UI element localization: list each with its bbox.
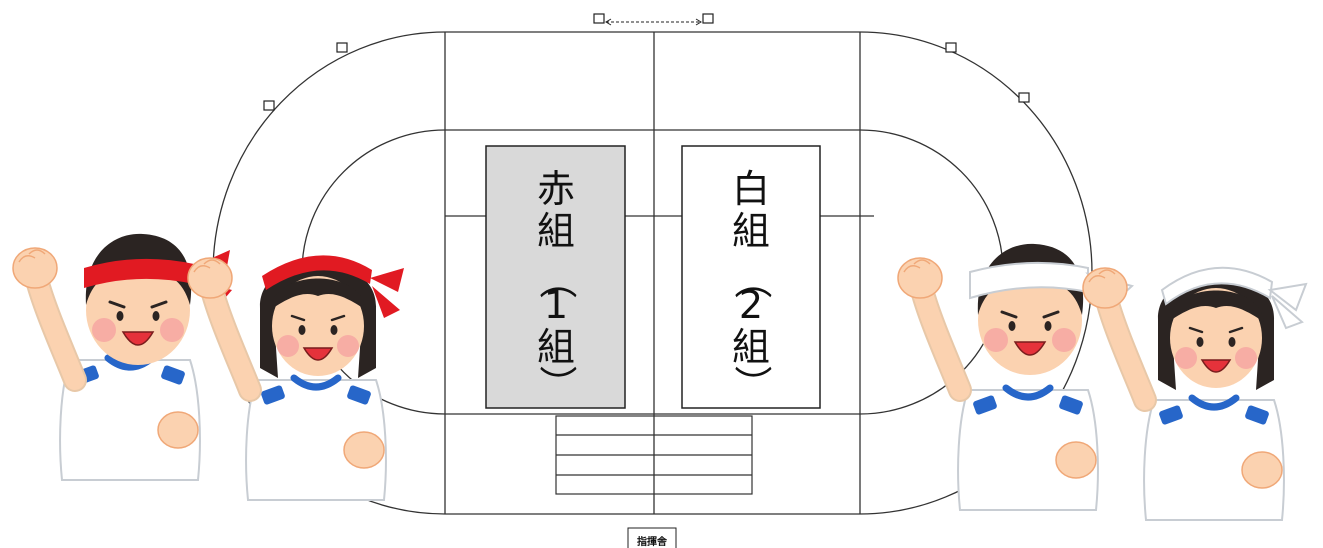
white-team-label-char: 組 xyxy=(732,209,770,253)
white-team-label-char: ） xyxy=(730,365,774,403)
white-team-area: 白 組 （ 2 組 ） xyxy=(681,145,821,409)
marker-square xyxy=(945,42,957,53)
marker-square xyxy=(1018,92,1030,103)
red-team-girl-illustration xyxy=(188,255,404,500)
white-team-label-char: 2 xyxy=(739,283,763,327)
red-team-label-char: 赤 xyxy=(537,167,575,211)
red-team-label-char: ） xyxy=(535,365,579,403)
bleacher-steps xyxy=(555,415,753,495)
red-headband xyxy=(262,255,404,318)
marker-square xyxy=(263,100,275,111)
white-team-label-char: 白 xyxy=(732,167,770,211)
red-team-label-char: 1 xyxy=(544,283,568,327)
white-team-label-char: 組 xyxy=(732,325,770,369)
distance-arrow xyxy=(605,18,702,26)
marker-square xyxy=(702,13,714,24)
red-team-label-char: 組 xyxy=(537,325,575,369)
red-team-box xyxy=(485,145,626,409)
marker-square xyxy=(593,13,605,24)
white-team-box xyxy=(681,145,821,409)
red-team-label-char: 組 xyxy=(537,209,575,253)
white-team-girl-illustration xyxy=(1083,266,1308,520)
white-team-label-char: （ xyxy=(730,261,774,299)
red-team-area: 赤 組 （ 1 組 ） xyxy=(485,145,626,409)
red-team-label-char: （ xyxy=(535,261,579,299)
white-headband xyxy=(1160,266,1308,330)
course-markers xyxy=(263,13,1030,111)
headquarters-tent: 指揮舎 xyxy=(627,527,677,548)
marker-square xyxy=(336,42,348,53)
inner-track-line xyxy=(301,129,1004,415)
headquarters-label: 指揮舎 xyxy=(637,535,668,548)
